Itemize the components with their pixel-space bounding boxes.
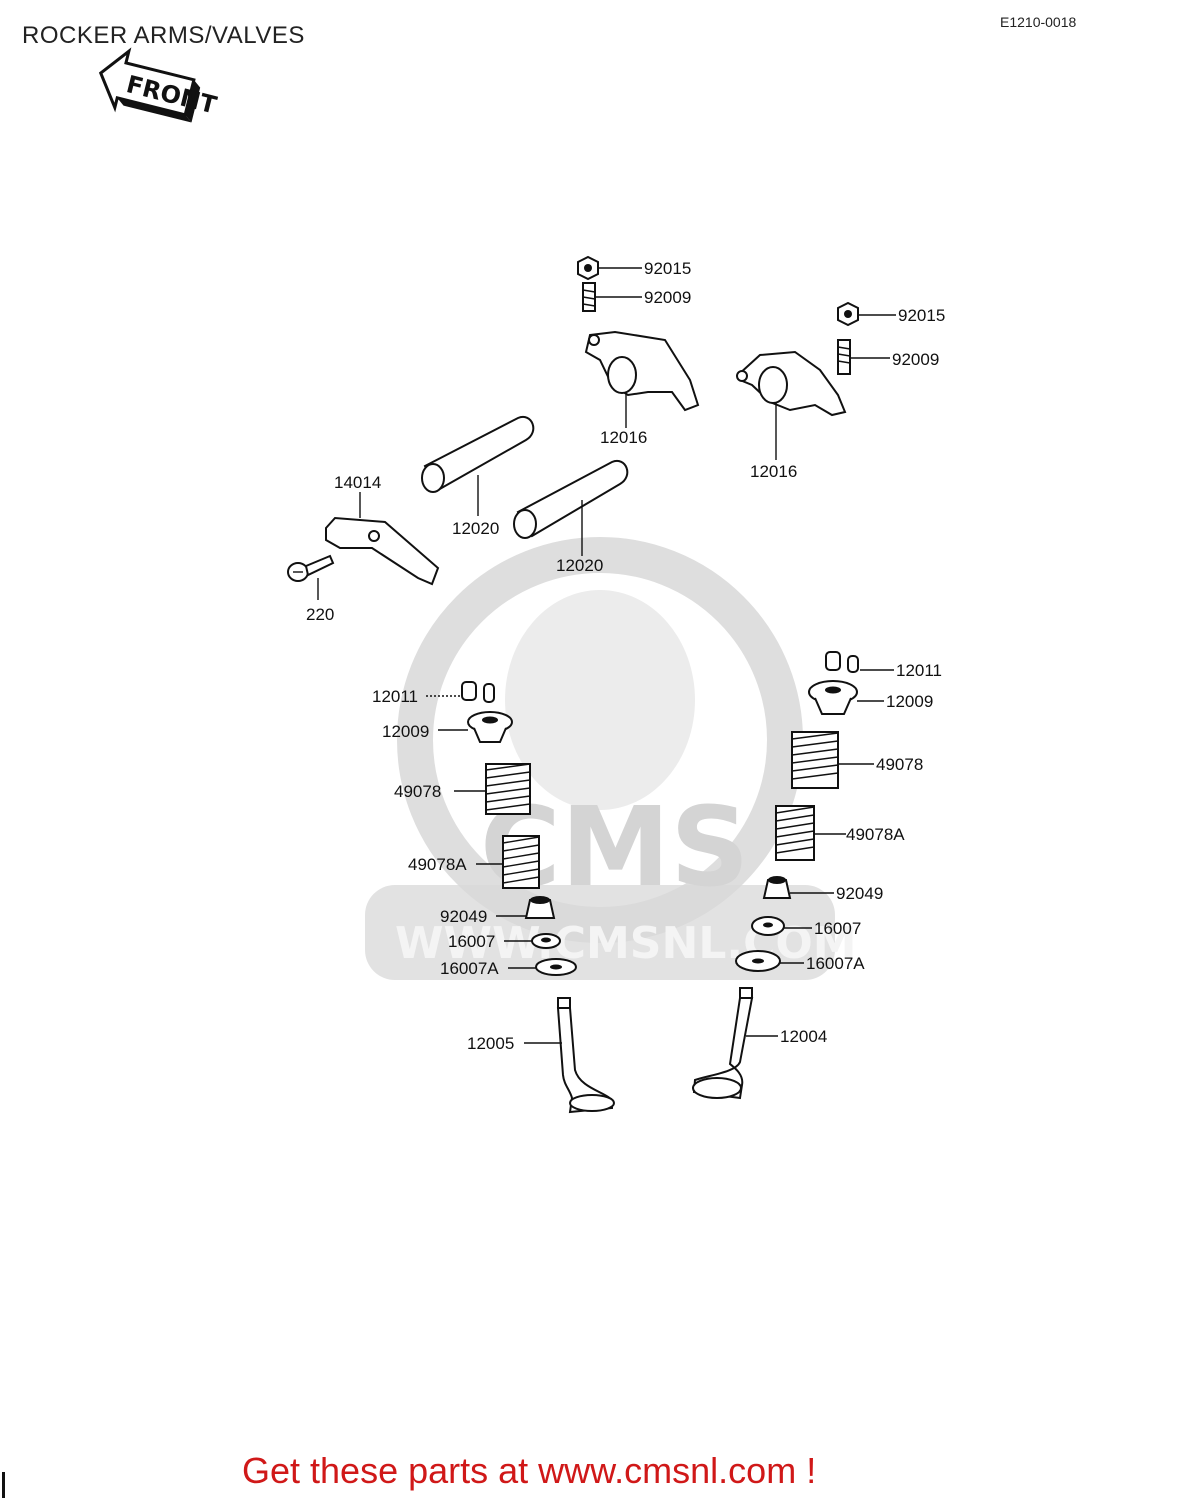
label-screw-220: 220	[306, 605, 334, 624]
spring-retainer-icon	[467, 711, 513, 743]
label-stud-92009: 92009	[644, 288, 691, 307]
label-seat-16007-right: 16007	[814, 919, 861, 938]
label-spring-49078-left: 49078	[394, 782, 441, 801]
label-stud-92009-right: 92009	[892, 350, 939, 369]
front-arrow-icon: FRONT	[98, 47, 220, 123]
spring-washer-icon	[735, 950, 781, 972]
label-plate-14014: 14014	[334, 473, 381, 492]
valve-spring-outer-icon	[485, 763, 531, 815]
stud-icon	[837, 339, 851, 375]
label-rocker-arm-12016-right: 12016	[750, 462, 797, 481]
spring-seat-icon	[531, 933, 561, 949]
spring-retainer-icon	[808, 680, 858, 715]
nut-icon	[837, 301, 859, 327]
page-title: ROCKER ARMS/VALVES	[22, 22, 305, 49]
label-valve-12004: 12004	[780, 1027, 827, 1046]
label-seal-92049-right: 92049	[836, 884, 883, 903]
label-washer-16007A-left: 16007A	[440, 959, 499, 978]
valve-cotter-icon	[461, 681, 495, 703]
footer-link-text[interactable]: Get these parts at www.cmsnl.com !	[242, 1450, 817, 1491]
leader-lines	[317, 267, 896, 1044]
label-retainer-12009-left: 12009	[382, 722, 429, 741]
valve-stem-seal-icon	[762, 876, 792, 899]
valve-stem-seal-icon	[524, 896, 556, 919]
diagram-reference-code: E1210-0018	[1000, 14, 1077, 30]
label-cotter-12011-left: 12011	[372, 687, 418, 706]
label-retainer-12009-right: 12009	[886, 692, 933, 711]
part-number-labels: 92015 92009 12016 92015 92009 12016 1401…	[306, 259, 945, 1053]
footer-cta-link[interactable]: Get these parts at www.cmsnl.com !	[242, 1450, 816, 1492]
label-rocker-arm-12016: 12016	[600, 428, 647, 447]
nut-icon	[577, 255, 599, 281]
label-spring-49078A-right: 49078A	[846, 825, 905, 844]
spring-seat-icon	[751, 916, 785, 936]
label-spring-49078-right: 49078	[876, 755, 923, 774]
locating-plate-icon	[325, 516, 440, 586]
cms-watermark: CMS WWW.CMSNL.COM	[365, 537, 857, 980]
valve-spring-outer-icon	[791, 731, 839, 789]
valve-spring-inner-icon	[775, 805, 815, 861]
edge-mark	[2, 1472, 5, 1498]
label-seat-16007-left: 16007	[448, 932, 495, 951]
label-nut-92015: 92015	[644, 259, 691, 278]
rocker-arm-icon	[736, 350, 847, 417]
label-shaft-12020-lower: 12020	[556, 556, 603, 575]
label-washer-16007A-right: 16007A	[806, 954, 865, 973]
valve-cotter-icon	[825, 651, 859, 673]
intake-valve-icon	[692, 987, 754, 1100]
label-cotter-12011-right: 12011	[896, 661, 942, 680]
valve-spring-inner-icon	[502, 835, 540, 889]
spring-washer-icon	[535, 958, 577, 976]
rocker-shaft-icon	[421, 415, 535, 493]
screw-icon	[287, 554, 335, 582]
label-shaft-12020-upper: 12020	[452, 519, 499, 538]
rocker-arm-icon	[584, 330, 700, 412]
rocker-shaft-icon	[513, 459, 629, 539]
exhaust-valve-icon	[556, 997, 615, 1114]
label-valve-12005: 12005	[467, 1034, 514, 1053]
label-seal-92049-left: 92049	[440, 907, 487, 926]
label-spring-49078A-left: 49078A	[408, 855, 467, 874]
stud-icon	[582, 282, 596, 312]
label-nut-92015-right: 92015	[898, 306, 945, 325]
